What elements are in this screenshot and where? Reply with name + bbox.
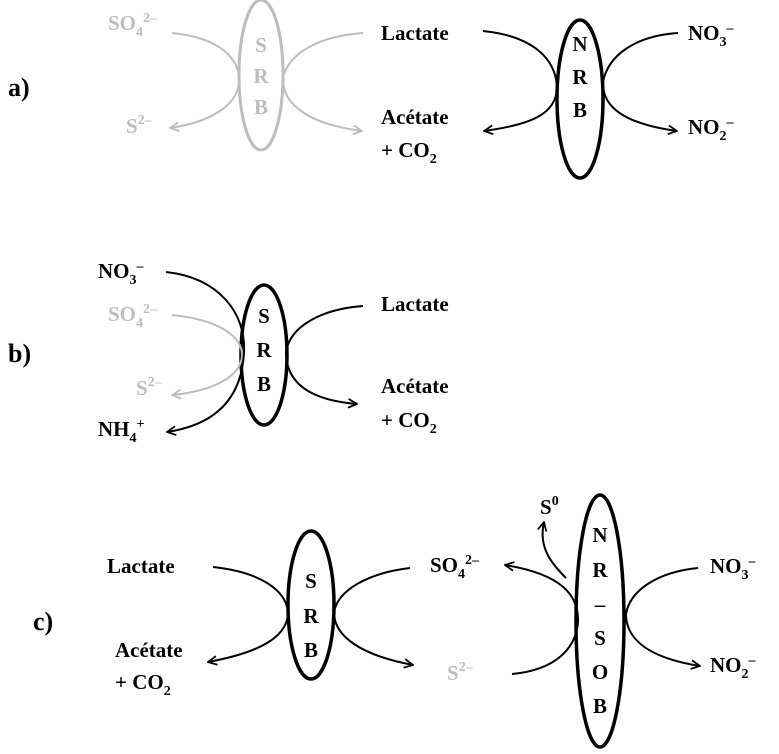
panel-c-co2-label: + CO2 [115, 670, 171, 699]
panel-c-nr-sob-letter-1: N [592, 523, 607, 547]
panel-c-nr-sob-letter-6: B [593, 694, 607, 718]
panel-b: b) S R B NO3– SO42– S2– NH4+ Lactate Acé… [8, 259, 449, 446]
panel-a-lactate-oxidation-arrow [483, 30, 559, 131]
panel-b-co2-label: + CO2 [381, 408, 437, 437]
panel-a-srb-oxidation-arrow [281, 32, 363, 131]
panel-c-nr-sob-organism [574, 493, 626, 749]
panel-c-nr-sob-letter-5: O [592, 660, 608, 684]
panel-a-srb-letter-3: B [254, 95, 268, 119]
panel-c-srb-letter-2: R [303, 604, 319, 628]
panel-a-acetate-label: Acétate [381, 105, 449, 129]
panel-b-srb-letter-1: S [258, 304, 270, 328]
panel-c-nitrate-label: NO3– [710, 554, 757, 583]
panel-b-nitrate-reduction-arrow [166, 271, 246, 432]
panel-c-elemental-sulfur-label: S0 [540, 494, 559, 519]
panel-a-sulfate-label: SO42– [108, 11, 158, 40]
panel-c-elemental-sulfur-arrow [543, 522, 567, 579]
panel-c-acetate-label: Acétate [115, 638, 183, 662]
panel-a-nitrate-reduction-arrow [601, 32, 678, 131]
panel-a-co2-label: + CO2 [381, 138, 437, 167]
panel-b-sulfate-reduction-arrow [172, 314, 244, 395]
panel-c-sulfate-label: SO42– [430, 553, 480, 582]
panel-c-nitrite-label: NO2– [710, 653, 757, 682]
panel-a-srb-letter-1: S [255, 33, 267, 57]
panel-a-nrb-letter-3: B [573, 98, 587, 122]
panel-b-label: b) [8, 339, 31, 368]
panel-b-nitrate-label: NO3– [98, 259, 145, 288]
panel-b-acetate-label: Acétate [381, 374, 449, 398]
panel-c-nr-sob-letter-4: S [594, 626, 606, 650]
panel-c-sulfide-label: S2– [447, 660, 474, 685]
panel-b-srb-letter-2: R [256, 338, 272, 362]
panel-a: a) S R B SO42– S2– Lactate Acétate + CO2… [8, 0, 735, 180]
panel-c-srb-organism [286, 529, 336, 681]
panel-c-sulfate-reduction-arrow [332, 567, 413, 665]
panel-b-srb-letter-3: B [257, 372, 271, 396]
panel-c-srb-letter-3: B [304, 638, 318, 662]
panel-a-nitrite-label: NO2– [688, 115, 735, 144]
panel-b-lactate-oxidation-arrow [284, 305, 364, 404]
panel-c-lactate-label: Lactate [107, 554, 175, 578]
panel-c-srb-letter-1: S [305, 569, 317, 593]
panel-b-lactate-label: Lactate [381, 292, 449, 316]
panel-a-sulfate-reduction-arrow [170, 32, 241, 128]
panel-b-sulfate-label: SO42– [108, 302, 158, 331]
panel-c-lactate-oxidation-arrow [208, 566, 290, 662]
panel-c-sulfide-oxidation-arrow [505, 565, 580, 675]
panel-c-label: c) [33, 607, 53, 636]
panel-c-nr-sob-letter-3: – [594, 592, 606, 616]
panel-a-label: a) [8, 73, 30, 102]
panel-a-nrb-organism [555, 18, 605, 180]
panel-a-lactate-label: Lactate [381, 21, 449, 45]
panel-b-sulfide-label: S2– [136, 375, 163, 400]
panel-a-nrb-letter-2: R [572, 65, 588, 89]
panel-a-nrb-letter-1: N [572, 32, 587, 56]
panel-a-srb-letter-2: R [253, 64, 269, 88]
panel-c-nitrate-reduction-arrow [624, 567, 700, 666]
panel-b-ammonium-label: NH4+ [98, 417, 145, 446]
panel-c: c) Lactate Acétate + CO2 S R B SO42– S2–… [33, 493, 757, 749]
panel-a-sulfide-label: S2– [126, 113, 153, 138]
panel-c-nr-sob-letter-2: R [592, 558, 608, 582]
panel-a-nitrate-label: NO3– [688, 21, 735, 50]
